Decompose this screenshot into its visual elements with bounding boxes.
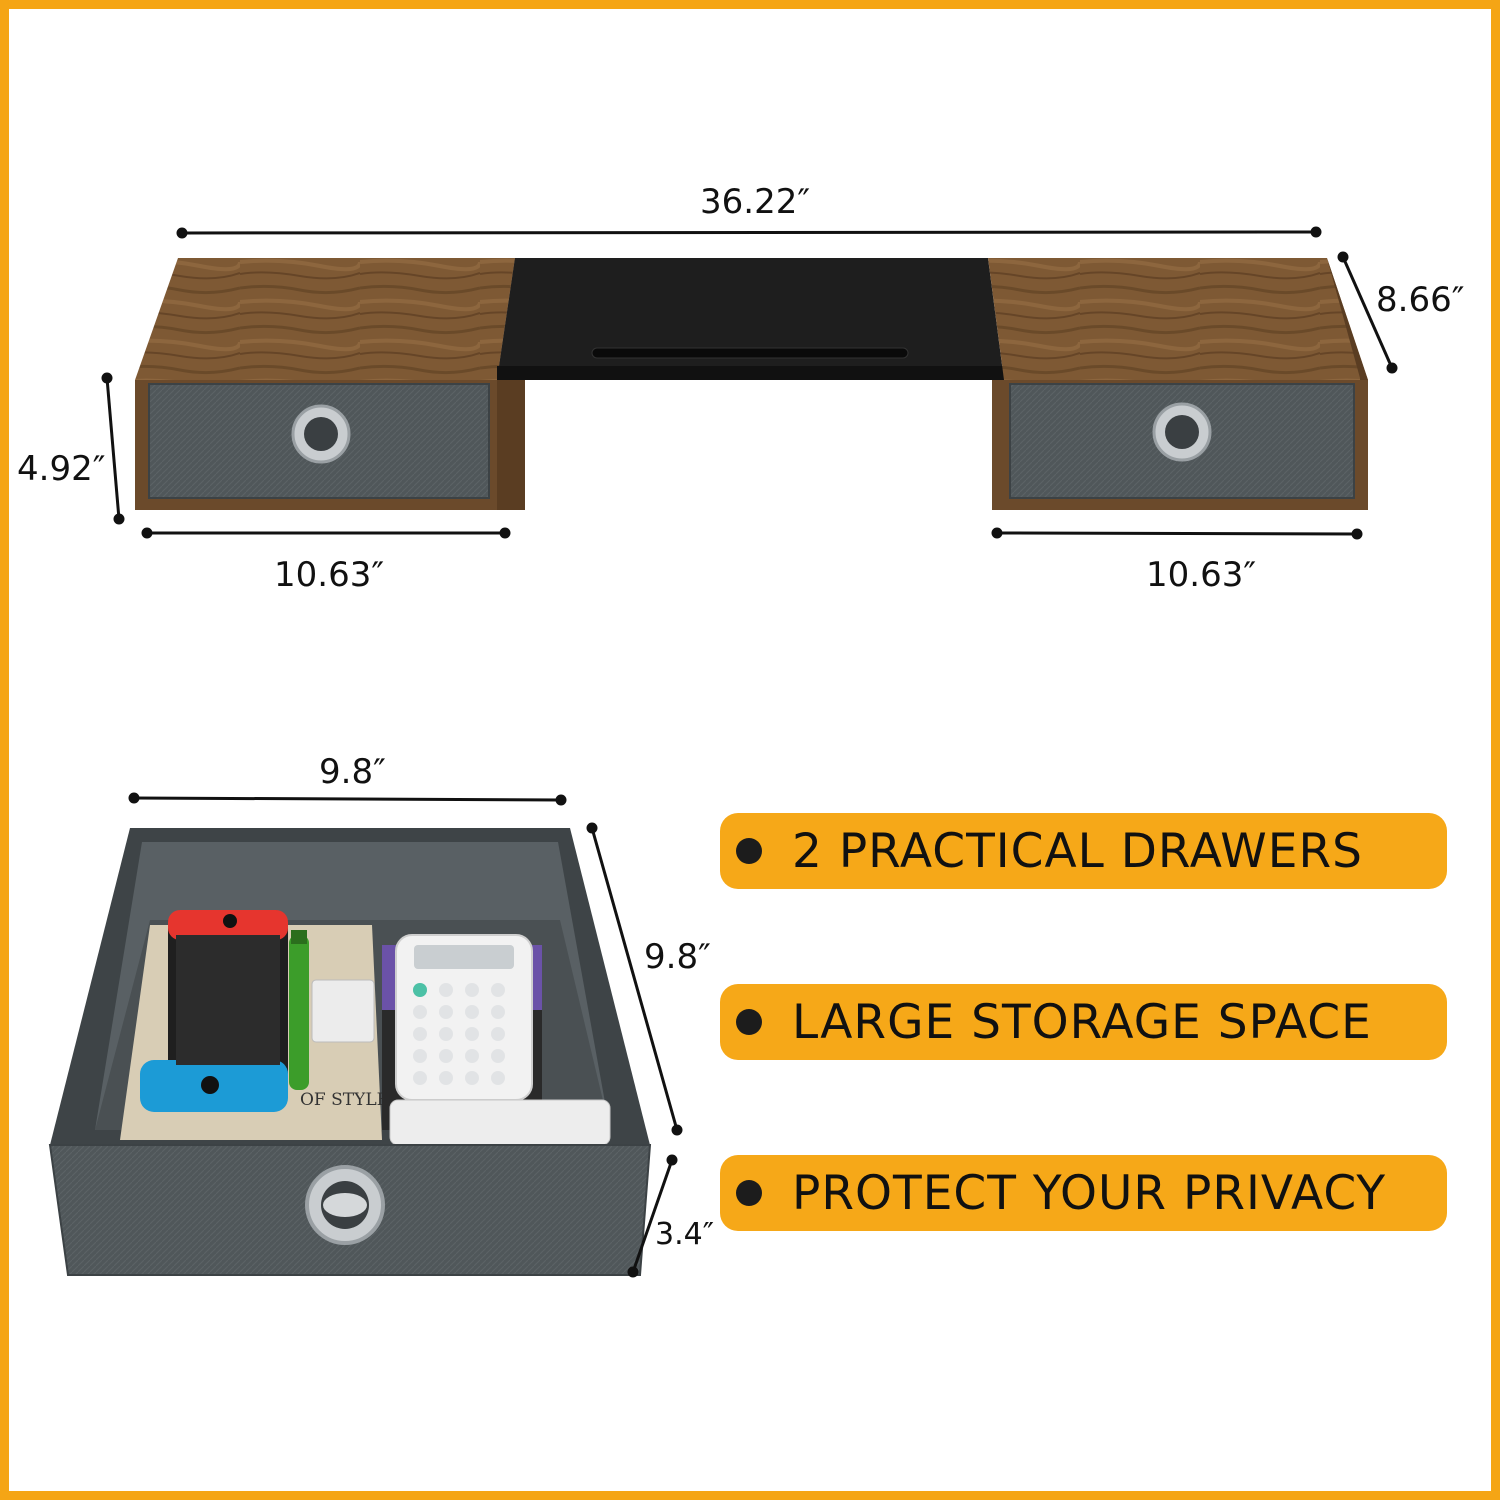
dim-drawer-height: 3.4″ xyxy=(655,1217,714,1252)
right-unit-top xyxy=(988,258,1368,380)
dimension-lines-top xyxy=(101,226,1398,540)
feature-label: PROTECT YOUR PRIVACY xyxy=(792,1165,1387,1221)
bullet-icon xyxy=(736,1180,762,1206)
game-console xyxy=(140,910,288,1112)
feature-label: 2 PRACTICAL DRAWERS xyxy=(792,823,1363,879)
left-unit-top xyxy=(135,258,515,380)
open-drawer: OF STYLE xyxy=(48,828,652,1276)
feature-pill-storage: LARGE STORAGE SPACE xyxy=(720,984,1447,1060)
monitor-shelf xyxy=(497,258,1004,380)
marker xyxy=(289,935,309,1090)
phone-slot xyxy=(591,347,909,359)
dim-drawer-depth: 9.8″ xyxy=(644,937,711,977)
dim-drawer-width: 9.8″ xyxy=(319,752,386,792)
calculator xyxy=(395,934,533,1101)
bullet-icon xyxy=(736,838,762,864)
feature-pill-drawers: 2 PRACTICAL DRAWERS xyxy=(720,813,1447,889)
dim-right-unit-width: 10.63″ xyxy=(1146,555,1257,595)
tape-dispenser xyxy=(389,1099,611,1146)
dim-left-unit-width: 10.63″ xyxy=(274,555,385,595)
bullet-icon xyxy=(736,1009,762,1035)
dimension-lines-bottom xyxy=(128,792,683,1278)
book-text: OF STYLE xyxy=(300,1090,389,1110)
feature-pill-privacy: PROTECT YOUR PRIVACY xyxy=(720,1155,1447,1231)
dim-total-width: 36.22″ xyxy=(700,182,811,222)
eraser xyxy=(311,979,375,1043)
dim-depth: 8.66″ xyxy=(1376,280,1465,320)
dim-height: 4.92″ xyxy=(17,449,106,489)
feature-label: LARGE STORAGE SPACE xyxy=(792,994,1372,1050)
monitor-stand xyxy=(135,258,1368,510)
